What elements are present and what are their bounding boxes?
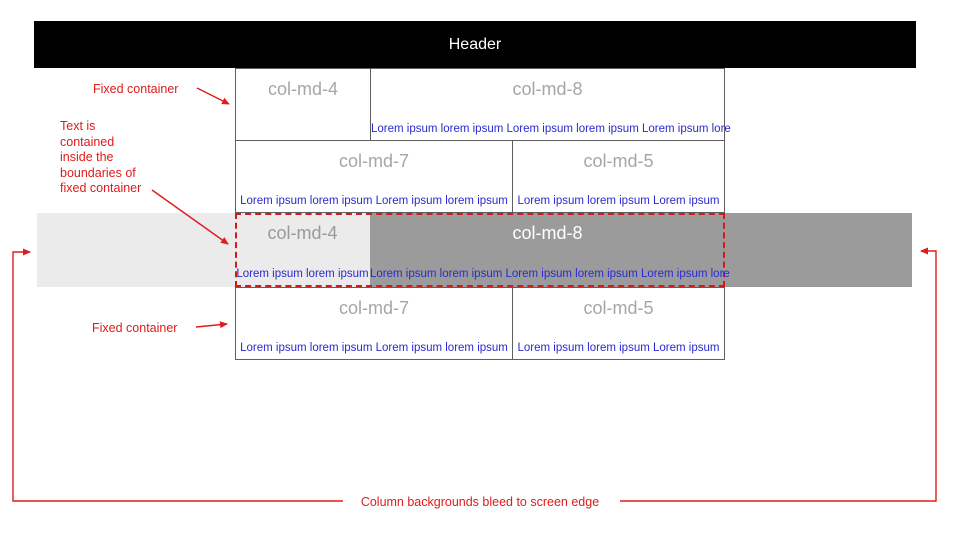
- annotation-bleed-note: Column backgrounds bleed to screen edge: [360, 495, 600, 509]
- header-bar: Header: [34, 21, 916, 68]
- column-label: col-md-4: [267, 79, 338, 99]
- lorem-text: Lorem ipsum lorem ipsum Lorem ipsum: [517, 195, 720, 207]
- lorem-text: Lorem ipsum lorem ipsum Lorem ipsum: [517, 342, 720, 354]
- cell-col-md-5: col-md-5 Lorem ipsum lorem ipsum Lorem i…: [513, 141, 724, 212]
- header-title: Header: [448, 35, 502, 53]
- cell-col-md-4: col-md-4: [236, 69, 371, 140]
- cell-col-md-5: col-md-5 Lorem ipsum lorem ipsum Lorem i…: [513, 288, 724, 359]
- cell-col-md-7: col-md-7 Lorem ipsum lorem ipsum Lorem i…: [236, 141, 513, 212]
- arrow-fixed-container-bottom: [195, 321, 228, 329]
- column-label: col-md-5: [583, 151, 654, 171]
- column-label: col-md-8: [512, 223, 583, 243]
- lorem-text: Lorem ipsum lorem ipsum: [236, 268, 369, 280]
- grid-row-1: col-md-4 col-md-8 Lorem ipsum lorem ipsu…: [235, 68, 731, 141]
- column-label: col-md-4: [267, 223, 338, 243]
- annotation-text-contained: Text is contained inside the boundaries …: [60, 119, 142, 195]
- lorem-text: Lorem ipsum lorem ipsum Lorem ipsum lore…: [240, 342, 508, 354]
- annotation-fixed-container-top: Fixed container: [93, 82, 179, 96]
- annotation-fixed-container-bottom: Fixed container: [92, 321, 178, 335]
- lorem-text: Lorem ipsum lorem ipsum Lorem ipsum lore…: [371, 123, 731, 135]
- arrow-fixed-container-top: [196, 87, 230, 105]
- column-label: col-md-7: [338, 298, 409, 318]
- cell-col-md-8: col-md-8 Lorem ipsum lorem ipsum Lorem i…: [371, 69, 731, 140]
- column-label: col-md-8: [512, 79, 583, 99]
- column-label: col-md-7: [338, 151, 409, 171]
- grid-row-2: col-md-7 Lorem ipsum lorem ipsum Lorem i…: [235, 140, 725, 213]
- lorem-text: Lorem ipsum lorem ipsum Lorem ipsum lore…: [370, 268, 730, 280]
- grid-row-4: col-md-7 Lorem ipsum lorem ipsum Lorem i…: [235, 287, 725, 360]
- lorem-text: Lorem ipsum lorem ipsum Lorem ipsum lore…: [240, 195, 508, 207]
- column-label: col-md-5: [583, 298, 654, 318]
- cell-col-md-7: col-md-7 Lorem ipsum lorem ipsum Lorem i…: [236, 288, 513, 359]
- fixed-container-dashed-outline: [235, 213, 725, 287]
